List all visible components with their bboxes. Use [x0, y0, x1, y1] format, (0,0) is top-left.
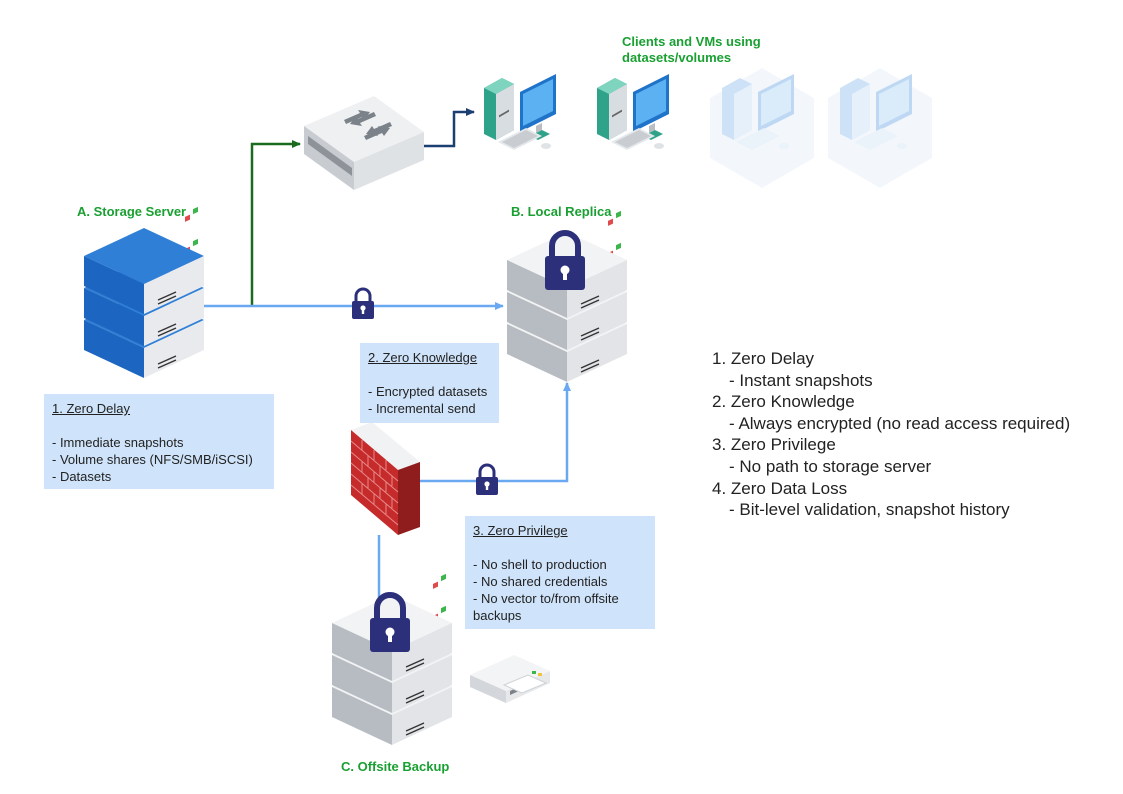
desktop-computer-faded-icon	[828, 68, 932, 188]
summary-item-detail: - Always encrypted (no read access requi…	[729, 413, 1071, 433]
switch-to-clients-line	[424, 108, 475, 148]
desktop-computer-icon	[484, 74, 556, 150]
connector-lines	[200, 108, 571, 603]
note-line: - Volume shares (NFS/SMB/iSCSI)	[52, 452, 253, 467]
local-replica-server-icon	[506, 210, 628, 383]
tape-drive-icon	[470, 655, 550, 703]
note-line: - Incremental send	[368, 401, 476, 416]
note-heading: 2. Zero Knowledge	[368, 350, 478, 365]
summary-list: 1. Zero Delay - Instant snapshots 2. Zer…	[712, 348, 1070, 521]
offsite-backup-label: C. Offsite Backup	[341, 759, 450, 774]
note-line: - No vector to/from offsite	[473, 591, 619, 606]
summary-item-title: 4. Zero Data Loss	[712, 478, 848, 498]
client-computers	[484, 68, 932, 188]
summary-item-detail: - Instant snapshots	[729, 370, 873, 390]
storage-server-label: A. Storage Server	[77, 204, 187, 219]
note-heading: 3. Zero Privilege	[473, 523, 568, 538]
desktop-computer-icon	[597, 74, 669, 150]
note-line: - Immediate snapshots	[52, 435, 184, 450]
note-line: - Datasets	[52, 469, 112, 484]
lock-icon	[350, 287, 376, 321]
network-switch-icon	[304, 96, 424, 190]
note-line: - No shared credentials	[473, 574, 608, 589]
note-line: backups	[473, 608, 522, 623]
lock-icon	[474, 463, 500, 497]
firewall-to-replica-line	[420, 382, 571, 483]
desktop-computer-faded-icon	[710, 68, 814, 188]
clients-label: Clients and VMs using datasets/volumes	[622, 34, 761, 65]
storage-server-icon	[83, 206, 205, 379]
summary-item-title: 3. Zero Privilege	[712, 435, 836, 455]
summary-item-title: 2. Zero Knowledge	[712, 392, 855, 412]
note-zero-delay: 1. Zero Delay - Immediate snapshots - Vo…	[44, 394, 274, 489]
summary-item-detail: - No path to storage server	[729, 456, 932, 476]
firewall-icon	[350, 422, 420, 535]
note-line: - Encrypted datasets	[368, 384, 488, 399]
storage-to-switch-line	[250, 140, 301, 306]
local-replica-label: B. Local Replica	[511, 204, 612, 219]
note-zero-privilege: 3. Zero Privilege - No shell to producti…	[465, 516, 655, 629]
summary-item-detail: - Bit-level validation, snapshot history	[729, 500, 1010, 520]
note-line: - No shell to production	[473, 557, 607, 572]
note-zero-knowledge: 2. Zero Knowledge - Encrypted datasets -…	[360, 343, 499, 423]
summary-item-title: 1. Zero Delay	[712, 349, 815, 368]
note-heading: 1. Zero Delay	[52, 401, 131, 416]
offsite-backup-server-icon	[331, 573, 453, 746]
